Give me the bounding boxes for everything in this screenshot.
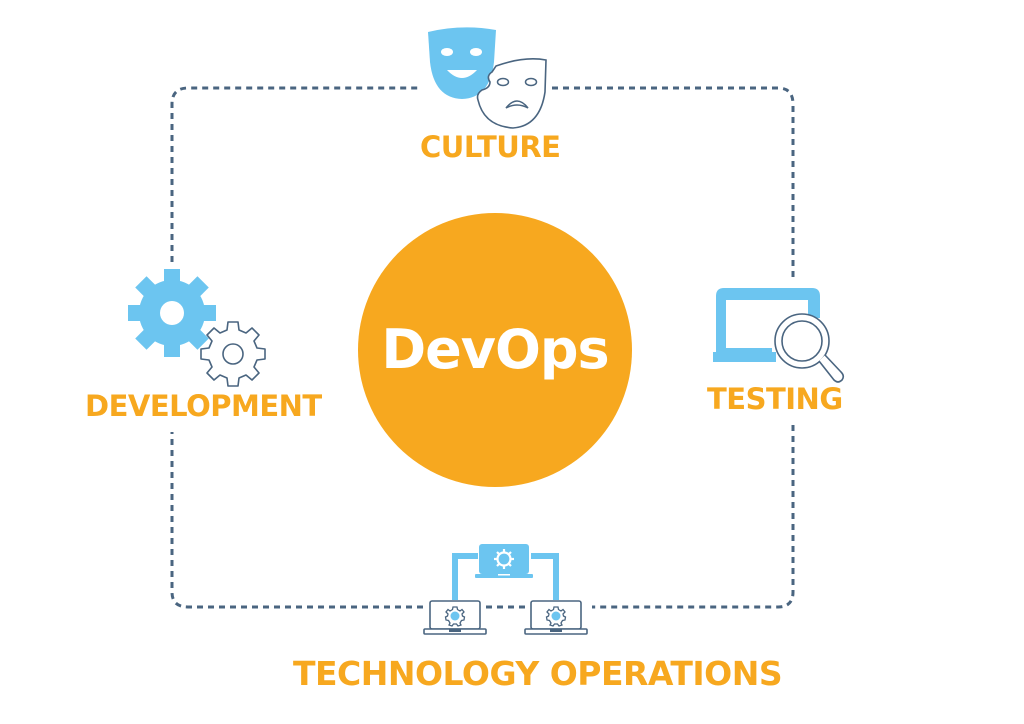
devops-center-label: DevOps	[381, 317, 609, 381]
sad-mask-icon	[476, 58, 547, 129]
theater-masks-icon	[428, 27, 547, 129]
dashed-connector-loop	[170, 86, 795, 609]
server-laptop-icon	[475, 544, 533, 578]
culture-label: CULTURE	[420, 130, 561, 164]
small-gear-icon	[200, 321, 266, 387]
client-laptop-right-icon	[524, 600, 588, 635]
network-link-right	[531, 553, 559, 600]
happy-mask-icon	[428, 27, 496, 99]
network-link-left	[452, 553, 478, 600]
development-label: DEVELOPMENT	[85, 389, 322, 423]
large-gear-icon	[128, 269, 216, 357]
testing-label: TESTING	[707, 382, 843, 416]
gears-icon	[128, 269, 266, 387]
networked-laptops-icon	[423, 544, 588, 635]
magnifier-icon	[774, 313, 845, 383]
technology-operations-label: TECHNOLOGY OPERATIONS	[293, 654, 783, 693]
client-laptop-left-icon	[423, 600, 487, 635]
laptop-icon	[713, 288, 820, 362]
devops-center-circle: DevOps	[358, 213, 632, 487]
laptop-magnifier-icon	[713, 288, 845, 383]
